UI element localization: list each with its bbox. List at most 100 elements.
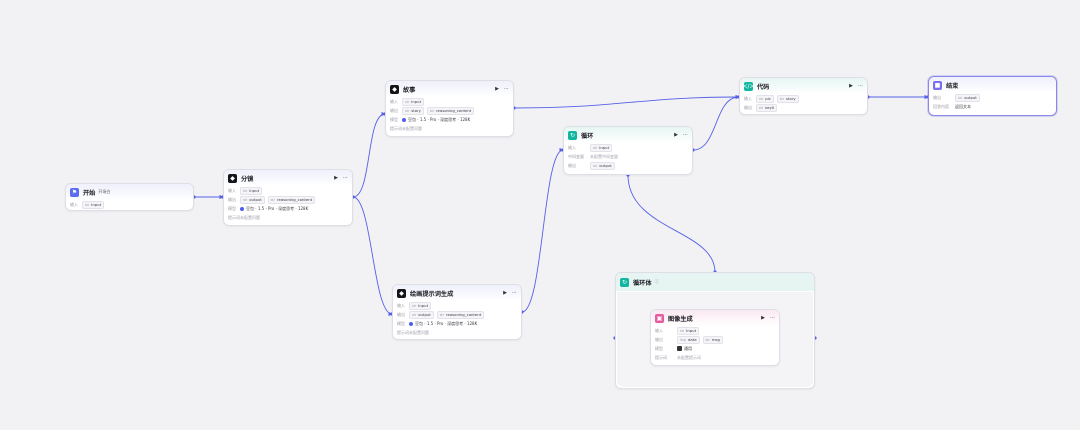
answer-value: 返回文本	[955, 103, 971, 109]
batch-placeholder: 未配置中间变量	[590, 153, 618, 159]
answer-label: 回答内容	[933, 103, 949, 109]
output-label: 输出	[744, 104, 752, 110]
node-title: 图像生成	[668, 315, 693, 323]
input-label: 输入	[655, 327, 663, 333]
prompt-placeholder: 未配置问题	[402, 125, 422, 131]
output-label: 输出	[568, 162, 576, 168]
loop-icon: ↻	[568, 130, 577, 140]
input-label: 输入	[568, 144, 576, 150]
run-button[interactable]: ▶	[674, 132, 678, 138]
info-icon[interactable]: ⓘ	[654, 280, 660, 285]
run-button[interactable]: ▶	[334, 175, 338, 181]
model-name: 豆包 · 1.5 · Pro · 深度思考 · 128K	[408, 116, 471, 122]
node-title: 开始	[83, 189, 96, 197]
end-node-header: ■ 结束	[929, 77, 1056, 93]
node-prompt-row: 提示词 未配置提示词	[651, 353, 779, 362]
llm-icon: ◆	[228, 173, 237, 183]
code-icon: </>	[742, 81, 755, 91]
image-icon: ▣	[655, 313, 664, 323]
prompt-gen-node-header: ◆ 绘画提示词生成 ▶ ⋯	[393, 285, 521, 301]
node-title: 分镜	[241, 175, 254, 183]
more-options-icon[interactable]: ⋯	[858, 83, 863, 89]
node-subtitle: 开场白	[98, 189, 111, 194]
node-title: 绘画提示词生成	[410, 290, 454, 298]
prompt-placeholder: 未配置问题	[240, 214, 260, 220]
more-options-icon[interactable]: ⋯	[504, 86, 509, 92]
node-prompt-row: 提示词 未配置问题	[224, 213, 352, 222]
end-icon: ■	[933, 80, 942, 90]
node-title: 循环	[581, 132, 594, 140]
prompt-label: 提示词	[228, 214, 240, 220]
more-options-icon[interactable]: ⋯	[512, 290, 517, 296]
edge-split-prompt	[352, 196, 393, 317]
run-button[interactable]: ▶	[761, 315, 765, 321]
input-label: 输入	[744, 95, 752, 101]
node-model-row: 模型 豆包 · 1.5 · Pro · 深度思考 · 128K	[224, 204, 352, 213]
node-batch-row: 中间变量 未配置中间变量	[564, 152, 692, 161]
prompt-label: 提示词	[390, 125, 402, 131]
node-answer-row: 回答内容 返回文本	[929, 102, 1056, 111]
input-label: 输入	[390, 98, 398, 104]
model-label: 模型	[655, 345, 663, 351]
flag-icon: ⚑	[70, 187, 79, 197]
edge-loop-code	[692, 94, 740, 151]
node-model-row: 模型 豆包 · 1.5 · Pro · 深度思考 · 128K	[393, 319, 521, 328]
model-name: 豆包 · 1.5 · Pro · 深度思考 · 128K	[415, 320, 478, 326]
model-label: 模型	[390, 116, 398, 122]
output-label: 输出	[397, 311, 405, 317]
more-options-icon[interactable]: ⋯	[683, 132, 688, 138]
more-options-icon[interactable]: ⋯	[770, 315, 775, 321]
run-button[interactable]: ▶	[849, 83, 853, 89]
run-button[interactable]: ▶	[495, 86, 499, 92]
batch-var-label: 中间变量	[568, 153, 584, 159]
output-label: 输出	[228, 196, 236, 202]
more-options-icon[interactable]: ⋯	[343, 175, 348, 181]
model-thumbnail	[677, 346, 682, 351]
model-icon	[240, 206, 244, 211]
model-name: 通用	[684, 345, 692, 351]
node-title: 故事	[403, 86, 416, 94]
code-node-header: </> 代码 ▶ ⋯	[740, 78, 867, 94]
output-label: 输出	[390, 107, 398, 113]
run-button[interactable]: ▶	[503, 290, 507, 296]
model-icon	[402, 117, 406, 122]
node-title: 循环体	[633, 279, 652, 287]
input-label: 输入	[397, 302, 405, 308]
node-prompt-row: 提示词 未配置问题	[393, 328, 521, 337]
output-label: 输出	[933, 94, 941, 100]
split-node-header: ◆ 分镜 ▶ ⋯	[224, 170, 352, 186]
loop-icon: ↻	[620, 277, 629, 287]
model-name: 豆包 · 1.5 · Pro · 深度思考 · 128K	[246, 205, 309, 211]
node-title: 代码	[757, 83, 770, 91]
